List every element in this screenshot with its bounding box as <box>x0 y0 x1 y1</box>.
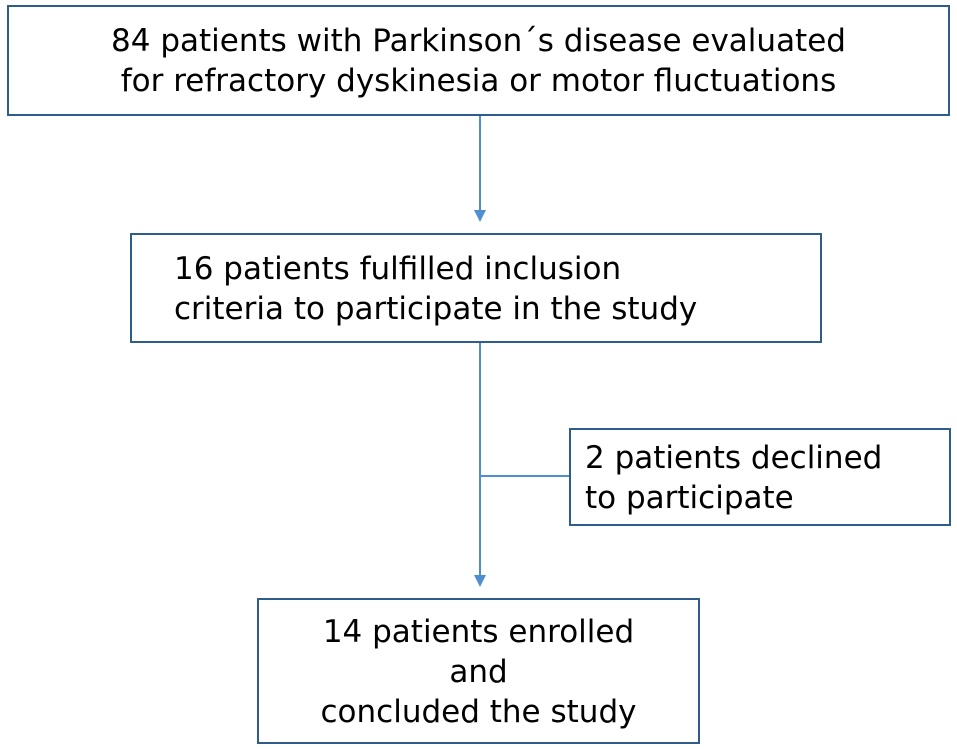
eligible-text-line-2: criteria to participate in the study <box>174 291 698 327</box>
eligible-patients-box: 16 patients fulfilled inclusion criteria… <box>130 233 822 343</box>
screened-patients-box: 84 patients with Parkinson´s disease eva… <box>7 5 950 116</box>
declined-text-line-1: 2 patients declined <box>585 440 883 476</box>
eligible-text-line-1: 16 patients fulfilled inclusion <box>174 251 622 287</box>
enrolled-patients-box: 14 patients enrolled and concluded the s… <box>257 598 700 744</box>
enrolled-text-line-2: and <box>449 654 508 690</box>
declined-patients-box: 2 patients declined to participate <box>569 428 951 526</box>
screened-text-line-2: for refractory dyskinesia or motor fluct… <box>120 63 837 99</box>
screened-text-line-1: 84 patients with Parkinson´s disease eva… <box>111 23 846 59</box>
declined-text-line-2: to participate <box>585 480 794 516</box>
enrolled-text-line-1: 14 patients enrolled <box>322 614 635 650</box>
enrolled-text-line-3: concluded the study <box>320 694 637 730</box>
